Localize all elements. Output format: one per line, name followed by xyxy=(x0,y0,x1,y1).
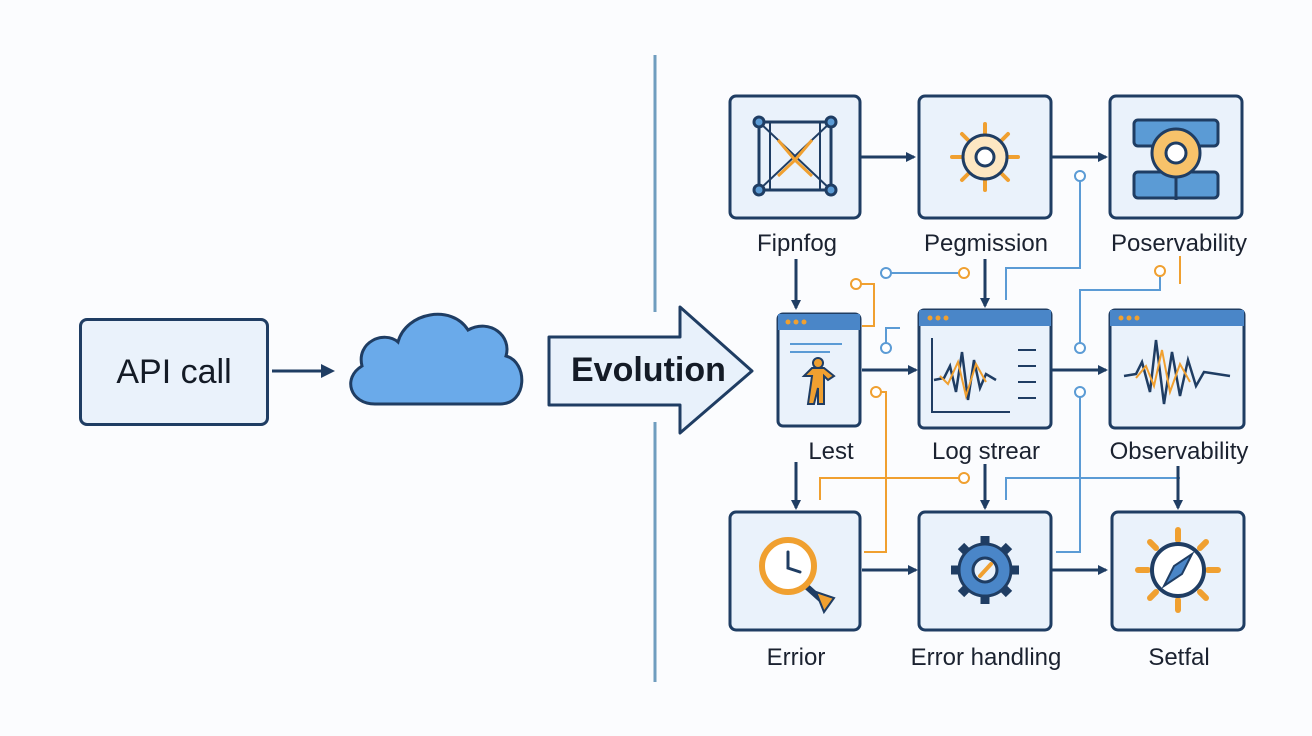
node-setfal xyxy=(1110,510,1246,632)
pipe-gauge-icon xyxy=(1132,118,1220,200)
waveform-window-icon xyxy=(931,338,1036,413)
node-pegmission xyxy=(917,94,1053,220)
node-observability xyxy=(1108,308,1246,430)
node-errior xyxy=(728,510,862,632)
person-icon xyxy=(801,357,836,405)
api-call-label: API call xyxy=(116,352,232,391)
node-log-strear xyxy=(917,308,1053,430)
waveform-window-icon-2 xyxy=(1123,339,1231,405)
label-log-strear: Log strear xyxy=(931,438,1041,465)
label-poservability: Poservability xyxy=(1110,230,1248,257)
compass-icon xyxy=(1135,527,1221,613)
flow-arrows xyxy=(791,152,1183,575)
node-lest xyxy=(776,312,862,428)
label-pegmission: Pegmission xyxy=(923,230,1049,257)
evolution-arrow xyxy=(547,305,754,435)
node-poservability xyxy=(1108,94,1244,220)
network-frame-icon xyxy=(752,115,838,197)
connector-traces xyxy=(819,170,1181,553)
label-errior: Errior xyxy=(766,644,826,671)
gear-wheel-icon xyxy=(950,122,1020,192)
magnifier-clock-icon xyxy=(759,537,836,615)
evolution-label: Evolution xyxy=(571,351,726,389)
node-fipnfog xyxy=(728,94,862,220)
label-fipnfog: Fipnfog xyxy=(756,230,838,257)
label-error-handling: Error handling xyxy=(910,644,1062,671)
node-error-handling xyxy=(917,510,1053,632)
label-lest: Lest xyxy=(808,438,854,465)
cloud-icon xyxy=(349,312,524,406)
gear-icon xyxy=(951,536,1019,604)
label-setfal: Setfal xyxy=(1148,644,1210,671)
api-call-box: API call xyxy=(79,318,269,426)
label-observability: Observability xyxy=(1109,438,1249,465)
